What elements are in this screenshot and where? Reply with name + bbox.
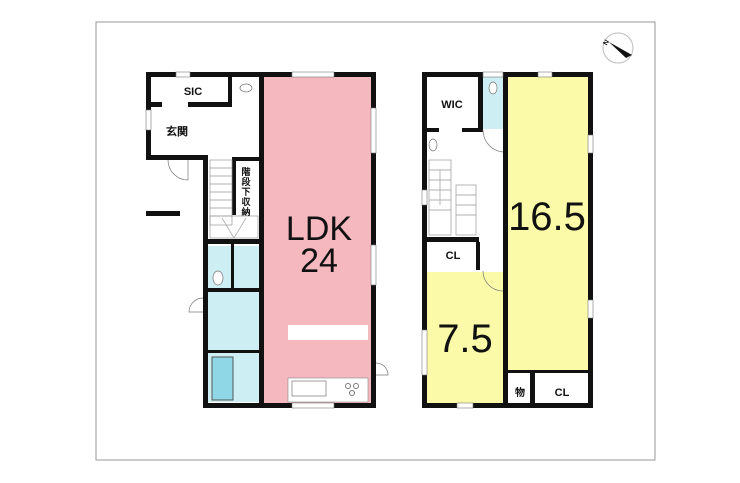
entrance-door [167, 159, 189, 181]
north-arrow-icon: N [602, 32, 634, 64]
under-stair-storage-label: 階 段 下 収 納 [241, 166, 251, 217]
closet-large-label: CL [555, 387, 570, 399]
large-bedroom [508, 77, 588, 371]
large-bedroom-size: 16.5 [508, 195, 586, 239]
storage-label: 物 [515, 386, 525, 399]
ldk-size: 24 [300, 242, 338, 280]
ldk-room [263, 77, 371, 403]
svg-text:納: 納 [241, 206, 250, 217]
second-floor-plan: WIC CL 7.5 16.5 物 CL [421, 71, 594, 409]
toilet-2f [483, 77, 503, 129]
kitchen-counter [288, 325, 368, 340]
staircase-1f [209, 159, 259, 239]
small-bedroom-size: 7.5 [437, 317, 493, 361]
svg-text:収: 収 [241, 196, 251, 207]
kitchen-door [375, 362, 389, 376]
ldk-label: LDK [286, 210, 352, 248]
entrance-label: 玄関 [166, 124, 188, 138]
first-floor-plan: SIC 玄関 階 段 下 収 納 LDK 24 [145, 71, 389, 409]
side-door [188, 297, 204, 313]
north-label: N [602, 39, 611, 47]
sic-label: SIC [184, 86, 202, 98]
small-bedroom [427, 272, 503, 403]
wic-label: WIC [441, 99, 462, 111]
svg-text:下: 下 [241, 187, 250, 197]
bathtub [211, 356, 234, 401]
kitchen-sink-stove [287, 377, 369, 403]
svg-text:階: 階 [241, 166, 250, 177]
closet-hall-label: CL [446, 250, 461, 262]
staircase-2f [428, 159, 477, 236]
svg-text:段: 段 [241, 176, 251, 187]
